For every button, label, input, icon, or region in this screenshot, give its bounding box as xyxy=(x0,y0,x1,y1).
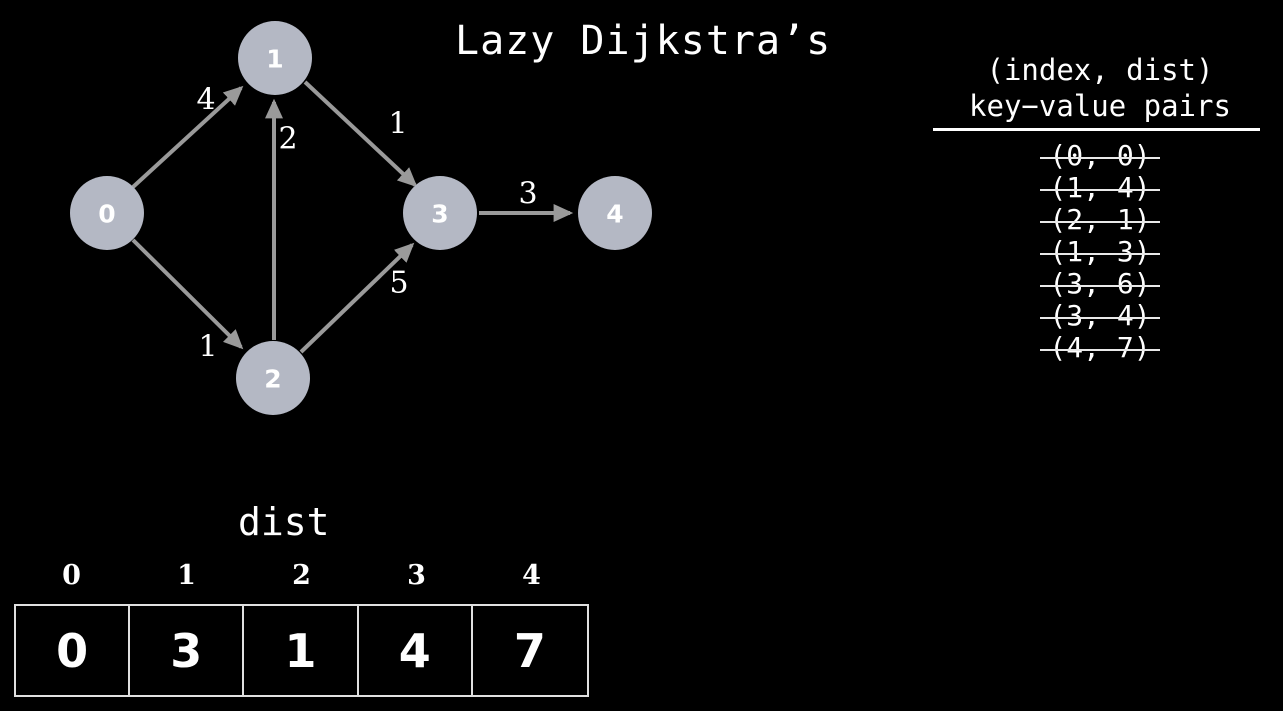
edge-weight-2-1: 2 xyxy=(278,122,297,157)
edge-0-1 xyxy=(131,85,244,189)
graph-node-0[interactable]: 0 xyxy=(70,176,144,250)
kv-row: (2, 1) xyxy=(930,204,1270,236)
graph-nodes: 0 1 2 3 4 xyxy=(70,21,652,415)
dist-index-1: 1 xyxy=(177,560,196,591)
edge-weight-2-3: 5 xyxy=(389,266,408,301)
kv-row-text: (4, 7) xyxy=(1040,331,1160,364)
edge-weight-3-4: 3 xyxy=(518,177,537,212)
dist-cell-row: 0 3 1 4 7 xyxy=(14,604,589,697)
node-label: 0 xyxy=(98,200,115,229)
kv-row-text: (1, 3) xyxy=(1040,235,1160,268)
kv-list: (0, 0) (1, 4) (2, 1) (1, 3) (3, 6) (3, 4… xyxy=(930,140,1270,364)
kv-row: (0, 0) xyxy=(930,140,1270,172)
graph-edges xyxy=(131,80,574,354)
node-label: 1 xyxy=(266,45,283,74)
kv-row: (1, 3) xyxy=(930,236,1270,268)
graph-node-1[interactable]: 1 xyxy=(238,21,312,95)
kv-row: (3, 6) xyxy=(930,268,1270,300)
node-circle xyxy=(238,21,312,95)
kv-row-text: (0, 0) xyxy=(1040,139,1160,172)
dist-cell-0: 0 xyxy=(16,606,131,695)
kv-row-text: (1, 4) xyxy=(1040,171,1160,204)
dist-index-0: 0 xyxy=(62,560,81,591)
node-circle xyxy=(403,176,477,250)
dist-index-2: 2 xyxy=(292,560,311,591)
dist-index-row: 0 1 2 3 4 xyxy=(14,560,589,604)
node-label: 2 xyxy=(264,365,281,394)
graph-node-4[interactable]: 4 xyxy=(578,176,652,250)
edge-weight-0-1: 4 xyxy=(196,83,215,118)
edge-1-3 xyxy=(303,80,418,188)
dist-index-4: 4 xyxy=(522,560,541,591)
kv-row-text: (3, 6) xyxy=(1040,267,1160,300)
graph-node-3[interactable]: 3 xyxy=(403,176,477,250)
kv-row: (1, 4) xyxy=(930,172,1270,204)
edge-2-3 xyxy=(299,242,415,354)
kv-header-line-1: (index, dist) xyxy=(986,53,1214,87)
kv-header-divider xyxy=(933,128,1260,131)
dist-cell-4: 7 xyxy=(513,623,546,678)
edge-weight-0-2: 1 xyxy=(198,330,217,365)
kv-row: (3, 4) xyxy=(930,300,1270,332)
kv-header-line-2: key−value pairs xyxy=(969,89,1231,123)
dist-array: 0 1 2 3 4 0 3 1 4 7 xyxy=(14,560,589,697)
graph-diagram: 4 1 2 1 5 3 0 1 2 3 xyxy=(70,21,652,415)
node-label: 3 xyxy=(431,200,448,229)
dist-array-title: dist xyxy=(238,500,330,544)
page-title: Lazy Dijkstra’s xyxy=(455,18,832,64)
graph-edge-weights: 4 1 2 1 5 3 xyxy=(196,83,537,365)
dist-cell-2: 1 xyxy=(244,606,359,695)
node-circle xyxy=(236,341,310,415)
edge-weight-1-3: 1 xyxy=(388,107,407,142)
kv-row-text: (3, 4) xyxy=(1040,299,1160,332)
dist-cell-3: 4 xyxy=(359,606,473,695)
node-label: 4 xyxy=(606,200,623,229)
edge-0-2 xyxy=(131,238,244,350)
graph-node-2[interactable]: 2 xyxy=(236,341,310,415)
dist-index-3: 3 xyxy=(407,560,426,591)
kv-row: (4, 7) xyxy=(930,332,1270,364)
dist-cell-1: 3 xyxy=(130,606,245,695)
kv-row-text: (2, 1) xyxy=(1040,203,1160,236)
node-circle xyxy=(70,176,144,250)
key-value-pairs-panel: (index, dist) key−value pairs (0, 0) (1,… xyxy=(930,52,1270,364)
node-circle xyxy=(578,176,652,250)
